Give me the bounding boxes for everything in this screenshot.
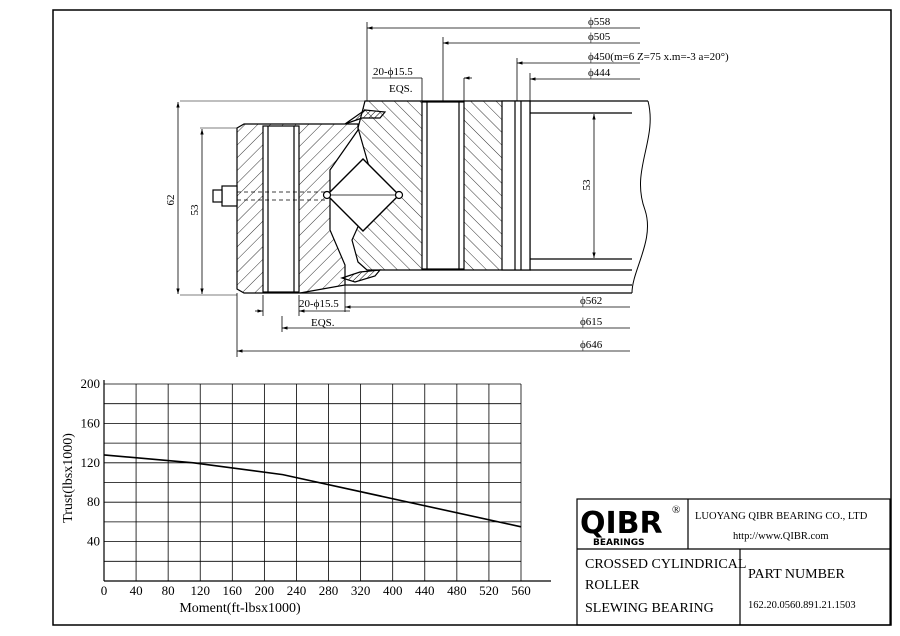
svg-text:BEARINGS: BEARINGS <box>593 538 645 548</box>
inner-bolt-hole <box>421 101 465 270</box>
chart-xlabel: Moment(ft-lbsx1000) <box>179 601 301 616</box>
seal-top <box>344 109 387 125</box>
y-tick-label: 40 <box>87 534 100 549</box>
x-tick-label: 160 <box>223 583 243 598</box>
x-tick-label: 400 <box>383 583 403 598</box>
dim-height-inner: 53 <box>581 179 593 191</box>
dim-505: ϕ505 <box>588 31 611 43</box>
dim-558: ϕ558 <box>588 16 611 28</box>
x-tick-label: 280 <box>319 583 339 598</box>
sheet-border <box>52 9 892 626</box>
gear-teeth <box>501 100 531 271</box>
part-number-label: PART NUMBER <box>748 567 845 582</box>
company-name: LUOYANG QIBR BEARING CO., LTD <box>695 511 868 522</box>
x-tick-label: 80 <box>162 583 175 598</box>
svg-text:®: ® <box>672 504 680 516</box>
seal-bottom <box>340 269 382 283</box>
bearing-section <box>180 100 651 296</box>
company-website: http://www.QIBR.com <box>733 531 829 542</box>
dim-height-overall: 62 <box>165 195 177 206</box>
bottom-dims <box>236 285 630 357</box>
vertical-dims <box>176 102 596 294</box>
bolts-bottom-eqs: EQS. <box>311 317 335 329</box>
load-chart: 0 40 80 120 160 200 240 280 320 400 440 480 520 560 40… <box>81 376 551 598</box>
bolts-top: 20-ϕ15.5 <box>373 66 413 78</box>
x-tick-label: 240 <box>287 583 307 598</box>
svg-text:QIBR: QIBR <box>580 506 663 541</box>
dim-450: ϕ450(m=6 Z=75 x.m=-3 a=20°) <box>588 51 729 63</box>
x-tick-label: 40 <box>130 583 143 598</box>
x-tick-label: 200 <box>255 583 275 598</box>
product-line-3: SLEWING BEARING <box>585 601 714 616</box>
product-line-1: CROSSED CYLINDRICAL <box>585 557 746 572</box>
x-tick-label: 120 <box>190 583 210 598</box>
qibr-logo: QIBR ® BEARINGS <box>580 504 680 548</box>
y-tick-label: 200 <box>81 376 101 391</box>
outer-bolt-hole <box>262 125 300 293</box>
dim-646: ϕ646 <box>580 339 603 351</box>
part-number-value: 162.20.0560.891.21.1503 <box>748 600 856 611</box>
x-tick-label: 320 <box>351 583 371 598</box>
x-tick-label: 0 <box>101 583 108 598</box>
load-curve <box>103 454 522 528</box>
bolts-top-eqs: EQS. <box>389 83 413 95</box>
x-tick-label: 520 <box>479 583 499 598</box>
grease-fitting <box>221 185 238 207</box>
title-block <box>576 498 891 626</box>
chart-ylabel: Trust(lbsx1000) <box>61 433 76 523</box>
dim-height-outer: 53 <box>189 204 201 216</box>
product-line-2: ROLLER <box>585 578 640 593</box>
dim-444: ϕ444 <box>588 67 611 79</box>
x-tick-label: 560 <box>511 583 531 598</box>
y-tick-label: 120 <box>81 455 101 470</box>
y-tick-label: 160 <box>81 415 101 430</box>
y-tick-label: 80 <box>87 494 100 509</box>
x-tick-label: 480 <box>447 583 467 598</box>
bolts-bottom: 20-ϕ15.5 <box>299 298 339 310</box>
dim-562: ϕ562 <box>580 295 602 307</box>
x-tick-label: 440 <box>415 583 435 598</box>
top-dims <box>366 22 640 101</box>
dim-615: ϕ615 <box>580 316 603 328</box>
